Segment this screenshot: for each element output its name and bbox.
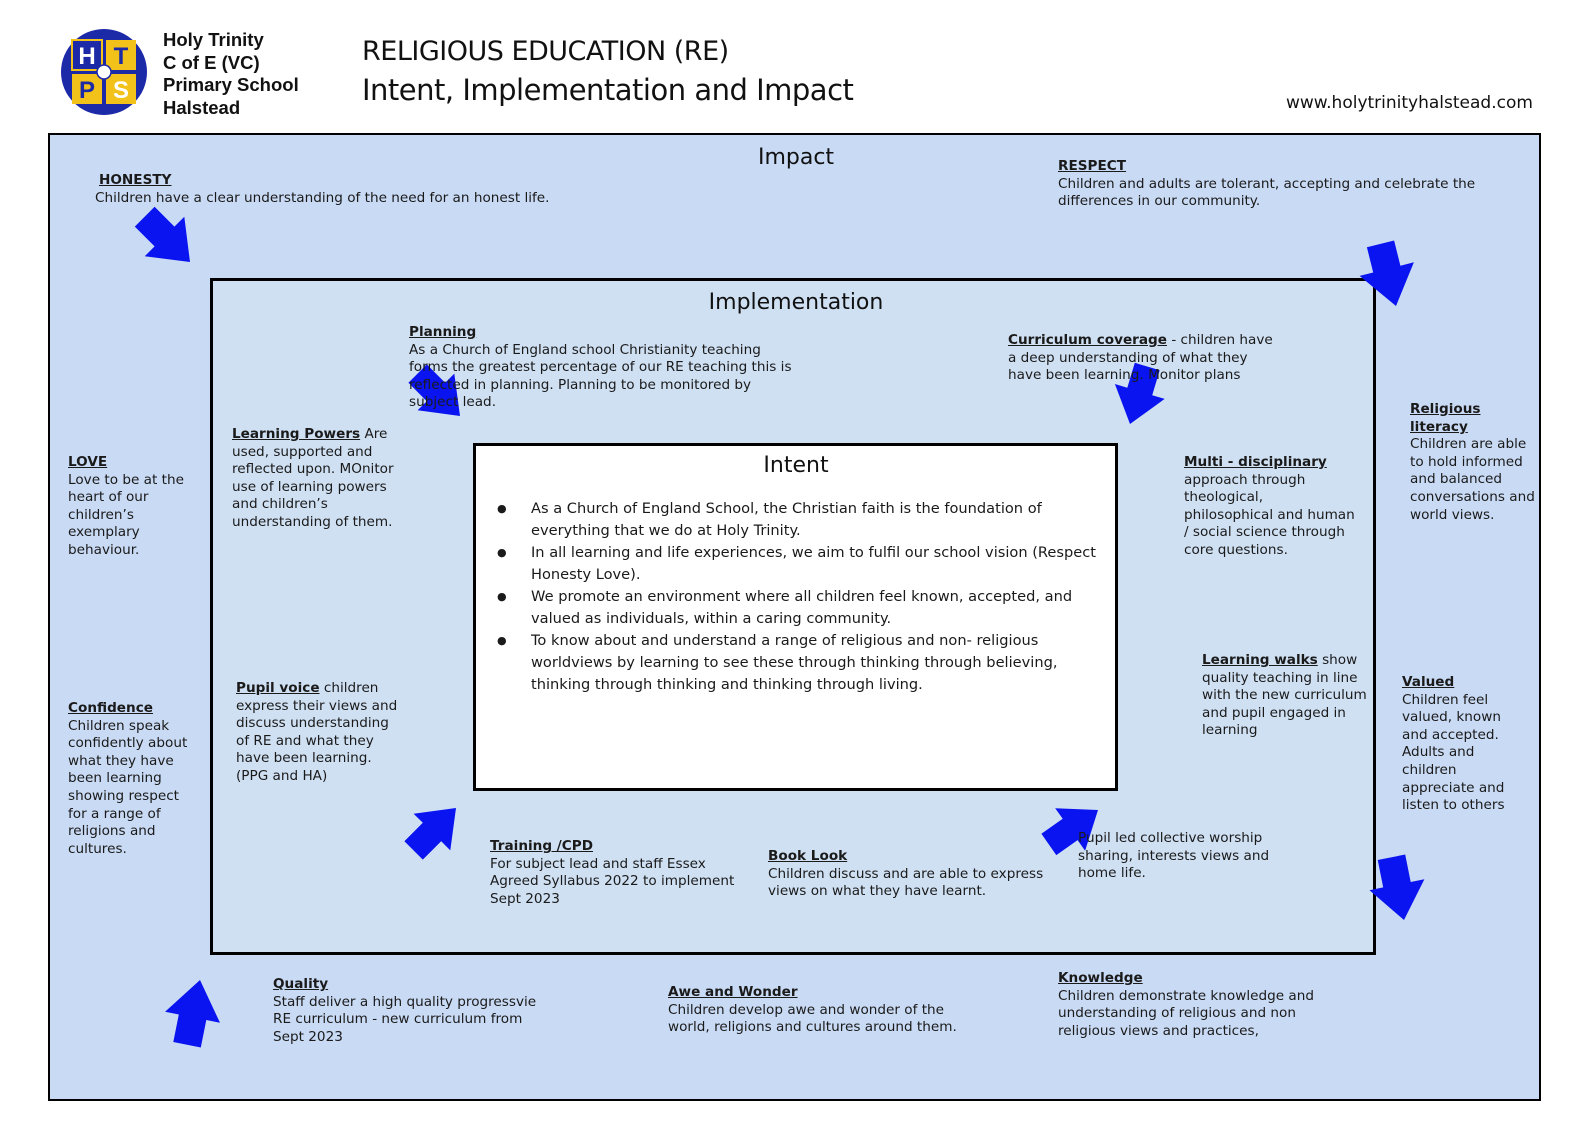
logo-tile-h [71,39,103,71]
implementation-item-heading: Planning [409,324,477,340]
implementation-item-heading: Training /CPD [490,838,593,854]
impact-item-text: Children have a clear understanding of t… [95,189,550,206]
arrow-icon [1369,854,1425,920]
logo-letter-h: H [78,43,95,70]
impact-item-heading: RESPECT [1058,158,1127,174]
logo-tile-p [72,74,102,104]
implementation-item-text: As a Church of England school Christiani… [409,341,792,411]
impact-item-text: Children demonstrate knowledge and under… [1058,987,1314,1039]
implementation-item-heading: Multi - disciplinary [1184,454,1327,470]
impact-item-heading: Confidence [68,700,153,716]
impact-item-text: Children develop awe and wonder of the w… [668,1001,957,1036]
arrow-icon [404,808,456,860]
implementation-item-text: approach through theological, philosophi… [1184,471,1355,558]
impact-item-respect: RESPECT Children and adults are tolerant… [1058,158,1478,211]
impact-item-text: Children are able to hold informed and b… [1410,436,1535,523]
impact-heading: Impact [757,145,835,170]
logo-tile-s [106,74,136,104]
impact-item-valued: Valued Children feel valued, known and a… [1402,674,1514,815]
implementation-item-planning: Planning As a Church of England school C… [409,324,799,412]
intent-bullet: In all learning and life experiences, we… [497,542,1107,586]
impact-item-text: Children feel valued, known and accepted… [1402,691,1505,814]
website-url[interactable]: www.holytrinityhalstead.com [1286,93,1533,113]
impact-item-heading: HONESTY [99,172,172,188]
intent-bullet: As a Church of England School, the Chris… [497,498,1107,542]
logo-letter-t: T [114,43,129,70]
impact-item-knowledge: Knowledge Children demonstrate knowledge… [1058,970,1330,1040]
impact-item-heading: Awe and Wonder [668,984,798,1000]
intent-bullet: We promote an environment where all chil… [497,586,1107,630]
impact-item-religious-literacy: Religious literacy Children are able to … [1410,401,1540,524]
implementation-item-text: Pupil led collective worship sharing, in… [1078,830,1270,882]
impact-item-awe-and-wonder: Awe and Wonder Children develop awe and … [668,984,958,1037]
implementation-item-heading: Learning walks [1202,652,1318,668]
arrow-icon [134,206,190,262]
page-title: RELIGIOUS EDUCATION (RE) [362,36,729,67]
implementation-item-book-look: Book Look Children discuss and are able … [768,848,1050,901]
impact-item-heading: Knowledge [1058,970,1143,986]
implementation-item-learning-walks: Learning walks show quality teaching in … [1202,652,1368,740]
impact-item-text: Children speak confidently about what th… [68,717,188,857]
school-name-line-1: Holy Trinity [163,29,264,50]
arrow-icon [165,980,220,1048]
logo-tile-t [106,40,136,70]
impact-item-confidence: Confidence Children speak confidently ab… [68,700,190,858]
school-name-line-4: Halstead [163,96,241,118]
impact-item-text: Children and adults are tolerant, accept… [1058,175,1476,210]
arrow-icon [1114,362,1165,424]
logo-letter-s: S [113,77,129,104]
implementation-item-heading: Curriculum coverage [1008,332,1167,348]
arrow-icon [408,364,460,416]
implementation-item-text: children express their views and discuss… [236,680,398,784]
implementation-item-text: Are used, supported and reflected upon. … [232,426,394,530]
impact-item-text: Staff deliver a high quality progressvie… [273,993,537,1045]
implementation-item-pupil-voice: Pupil voice children express their views… [236,680,402,786]
logo-letter-p: P [79,77,95,104]
implementation-item-learning-powers: Learning Powers Are used, supported and … [232,426,402,532]
implementation-item-text: Children discuss and are able to express… [768,865,1044,900]
impact-item-love: LOVE Love to be at the heart of our chil… [68,454,190,560]
school-name-line-2: C of E (VC) [163,51,260,73]
impact-item-honesty: HONESTY Children have a clear understand… [95,172,635,207]
impact-item-heading: Quality [273,976,329,992]
impact-item-heading: LOVE [68,454,108,470]
implementation-item-heading: Pupil voice [236,680,320,696]
intent-list: As a Church of England School, the Chris… [497,498,1107,696]
school-name: Holy Trinity C of E (VC) Primary School … [163,29,299,119]
implementation-item-multi-disciplinary: Multi - disciplinary approach through th… [1184,454,1356,560]
implementation-item-training-cpd: Training /CPD For subject lead and staff… [490,838,742,908]
implementation-item-curriculum-coverage: Curriculum coverage - children have a de… [1008,332,1276,385]
implementation-item-text: show quality teaching in line with the n… [1202,652,1367,739]
school-name-line-3: Primary School [163,74,299,95]
implementation-item-heading: Book Look [768,848,848,864]
impact-item-heading: Valued [1402,674,1455,690]
implementation-heading: Implementation [708,290,884,315]
page-subtitle: Intent, Implementation and Impact [362,73,854,107]
implementation-item-text: For subject lead and staff Essex Agreed … [490,855,735,907]
school-logo: H T P S [61,29,147,115]
impact-item-heading: Religious literacy [1410,401,1481,435]
arrow-icon [1041,808,1098,856]
logo-centre-emblem [96,64,112,80]
implementation-item-collective-worship: Pupil led collective worship sharing, in… [1078,830,1284,883]
impact-item-text: Love to be at the heart of our children’… [68,471,184,558]
arrow-icon [1359,240,1414,306]
impact-item-quality: Quality Staff deliver a high quality pro… [273,976,537,1046]
intent-heading: Intent [763,453,829,478]
intent-bullet: To know about and understand a range of … [497,630,1107,696]
implementation-item-text: - children have a deep understanding of … [1008,332,1273,384]
implementation-item-heading: Learning Powers [232,426,361,442]
